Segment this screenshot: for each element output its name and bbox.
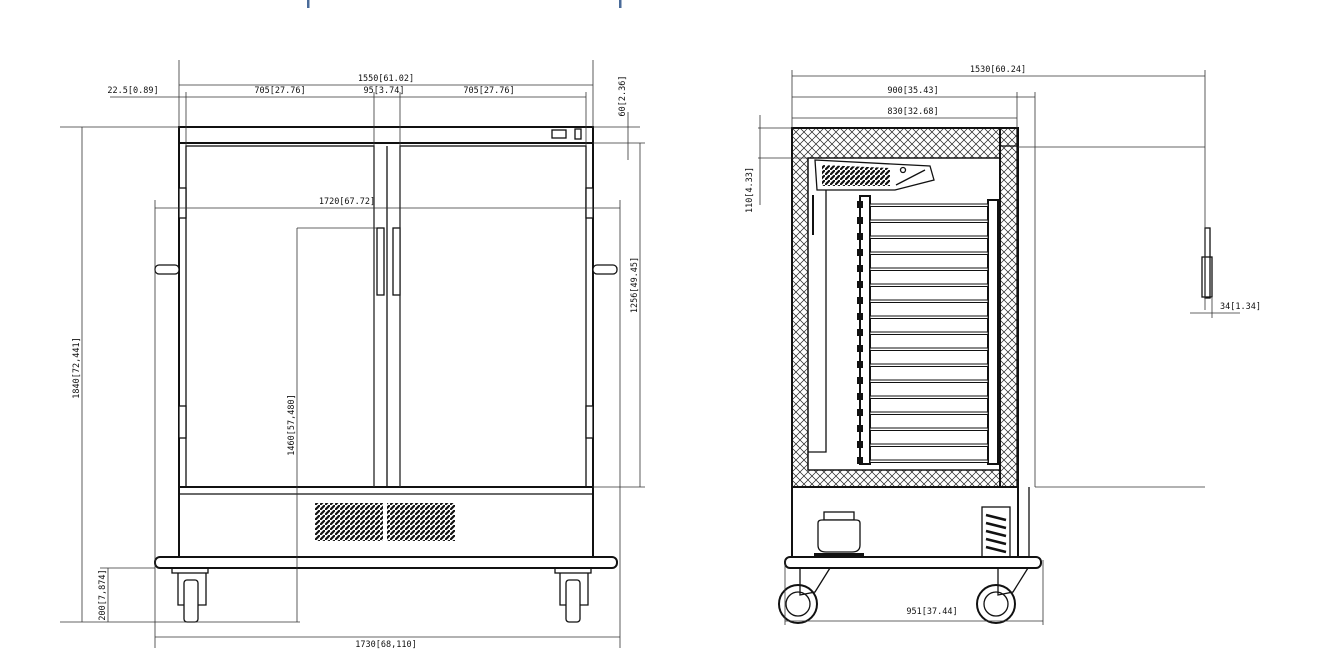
castor-left <box>171 567 209 623</box>
shelf-clip <box>857 393 863 400</box>
evaporator <box>814 159 935 191</box>
control-display <box>551 129 567 139</box>
dim-overall-width: 1550[61.02] <box>358 74 414 84</box>
shelf-runner <box>869 347 989 351</box>
cabinet-body <box>178 126 594 558</box>
shelf-clip <box>857 249 863 256</box>
interior <box>807 157 1001 471</box>
side-push-handle-left <box>154 264 180 275</box>
dim-door-right: 705[27.76] <box>463 86 514 96</box>
bumper <box>154 556 618 569</box>
condenser <box>981 506 1011 558</box>
dim-top-insulation: 110[4.33] <box>745 167 755 213</box>
door-handle-left <box>376 227 385 296</box>
shelf-runner <box>869 363 989 367</box>
shelf-clip <box>857 345 863 352</box>
selection-markers <box>307 0 622 8</box>
shelf-clip <box>857 377 863 384</box>
dim-overall-height: 1840[72,441] <box>72 337 82 398</box>
hinge <box>178 405 187 439</box>
shelf-runner <box>869 395 989 399</box>
side-push-handle-right <box>592 264 618 275</box>
shelf-clip <box>857 409 863 416</box>
shelf-runner <box>869 235 989 239</box>
shelf-clip <box>857 281 863 288</box>
shelf-runner <box>869 267 989 271</box>
vent-grille-right <box>387 503 455 541</box>
dim-castor-height: 200[7,874] <box>98 569 108 620</box>
dim-door-left: 705[27.76] <box>254 86 305 96</box>
shelf-runner <box>869 331 989 335</box>
shelf-runner <box>869 315 989 319</box>
shelf-clip <box>857 425 863 432</box>
power-switch <box>574 128 582 140</box>
dim-handle-span: 1720[67.72] <box>319 197 375 207</box>
shelf-group <box>857 201 989 464</box>
shelf-clip <box>857 265 863 272</box>
hinge <box>585 405 594 439</box>
compressor <box>814 511 864 557</box>
shelf-runner <box>869 459 989 463</box>
marker-right <box>619 0 622 8</box>
shelf-runner <box>869 219 989 223</box>
hinge <box>178 187 187 219</box>
rack-rail-right <box>987 199 999 465</box>
shelf-clip <box>857 441 863 448</box>
castor-wheel-right <box>976 567 1030 624</box>
shelf-clip <box>857 457 863 464</box>
shelf-clip <box>857 313 863 320</box>
dim-top-band: 60[2.36] <box>618 76 628 117</box>
shelf-runner <box>869 203 989 207</box>
dim-overall-depth: 1530[60.24] <box>970 65 1026 75</box>
shelf-clip <box>857 297 863 304</box>
dim-mullion: 95[3.74] <box>364 86 405 96</box>
dim-base-depth: 951[37.44] <box>906 607 957 617</box>
dim-handle-height: 1460[57,480] <box>287 394 297 455</box>
shelf-runner <box>869 411 989 415</box>
shelf-runner <box>869 443 989 447</box>
hinge <box>585 187 594 219</box>
shelf-runner <box>869 379 989 383</box>
castor-wheel-left <box>778 567 832 624</box>
shelf-runner <box>869 283 989 287</box>
dim-body-depth: 900[35.43] <box>887 86 938 96</box>
dim-bumper-width: 1730[68,110] <box>355 640 416 650</box>
side-handle <box>1204 227 1211 299</box>
shelf-clip <box>857 201 863 208</box>
shelf-clip <box>857 329 863 336</box>
vent-grille-left <box>315 503 383 541</box>
dim-side-offset: 22.5[0.89] <box>107 86 158 96</box>
dim-door-height: 1256[49.45] <box>630 257 640 313</box>
shelf-runner <box>869 251 989 255</box>
marker-left <box>307 0 310 8</box>
shelf-clip <box>857 217 863 224</box>
dim-handle-depth: 34[1.34] <box>1220 302 1261 312</box>
duct-panel <box>808 190 827 453</box>
shelf-clip <box>857 233 863 240</box>
shelf-runner <box>869 427 989 431</box>
dim-inner-depth: 830[32.68] <box>887 107 938 117</box>
bumper <box>784 556 1042 569</box>
shelf-clip <box>857 361 863 368</box>
side-view: 1530[60.24] 900[35.43] 830[32.68] 110[4.… <box>745 65 1261 625</box>
right-door <box>399 145 587 488</box>
door-handle-right <box>392 227 401 296</box>
shelf-runner <box>869 299 989 303</box>
castor-right <box>554 567 592 623</box>
front-view: 1550[61.02] 22.5[0.89] 705[27.76] 95[3.7… <box>60 60 645 650</box>
